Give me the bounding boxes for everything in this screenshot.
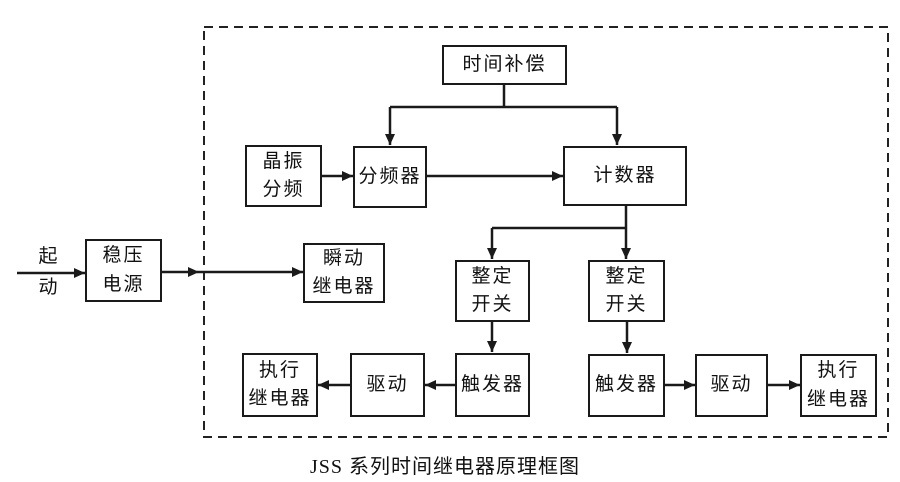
- box-exec-relay-left: 执行 继电器: [242, 353, 318, 417]
- box-drive-right: 驱动: [695, 354, 768, 417]
- box-regulated-power: 稳压 电源: [85, 239, 162, 302]
- start-label: 起 动: [38, 246, 58, 298]
- box-counter: 计数器: [563, 146, 687, 206]
- box-exec-relay-right: 执行 继电器: [800, 354, 877, 417]
- box-time-compensation: 时间补偿: [442, 45, 567, 85]
- box-trigger-left: 触发器: [455, 353, 530, 417]
- box-crystal-divider: 晶振 分频: [245, 145, 322, 207]
- box-trigger-right: 触发器: [588, 354, 665, 417]
- box-setting-switch-left: 整定 开关: [455, 260, 530, 322]
- dashed-boundary: [203, 26, 889, 438]
- box-drive-left: 驱动: [350, 353, 425, 417]
- box-instant-relay: 瞬动 继电器: [303, 243, 385, 303]
- box-setting-switch-right: 整定 开关: [588, 260, 665, 322]
- box-frequency-divider: 分频器: [353, 146, 427, 208]
- diagram-caption: JSS 系列时间继电器原理框图: [310, 456, 581, 478]
